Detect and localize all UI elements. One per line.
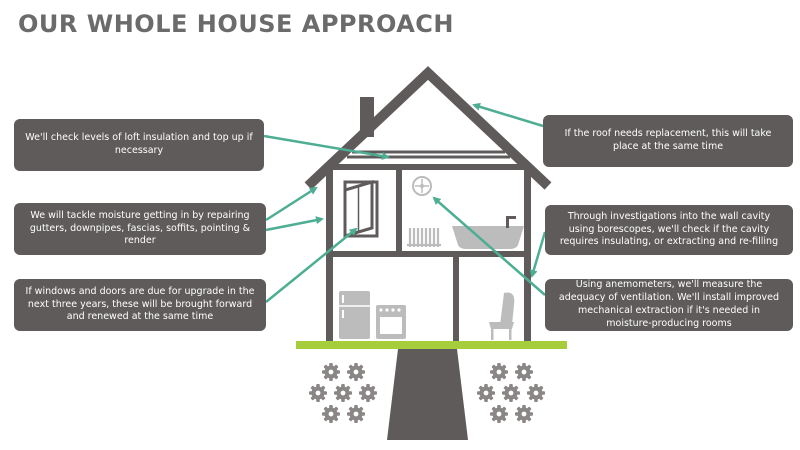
ground-line: [296, 341, 567, 349]
gear-icon: [490, 363, 508, 381]
radiator-icon: [407, 228, 441, 247]
callout-loft-insulation: We'll check levels of loft insulation an…: [14, 119, 264, 171]
window: [343, 179, 379, 239]
first-floor: [326, 251, 531, 257]
gear-icon: [477, 384, 495, 402]
arrow-ventilation: [432, 196, 546, 296]
arrow-pointing: [265, 216, 324, 232]
extractor-fan-icon: [412, 176, 432, 196]
upper-inner-wall: [396, 170, 402, 251]
gear-icon: [502, 384, 520, 402]
chair-icon: [489, 292, 515, 340]
callout-wall-cavity: Through investigations into the wall cav…: [545, 205, 793, 255]
arrow-gutters: [265, 186, 318, 222]
callout-arrows: [263, 102, 547, 303]
arrow-loft: [263, 134, 390, 160]
gear-icon: [527, 384, 545, 402]
arrow-roof: [472, 102, 544, 128]
loft-floor: [326, 164, 531, 170]
roof: [304, 66, 552, 190]
page-title: OUR WHOLE HOUSE APPROACH: [18, 10, 455, 38]
bathtub-icon: [452, 216, 524, 249]
gear-icon: [322, 405, 340, 423]
foundation: [387, 349, 468, 440]
callout-moisture: We will tackle moisture getting in by re…: [14, 203, 266, 255]
gear-icon: [515, 405, 533, 423]
cooker-icon: [376, 305, 406, 339]
gear-icon: [490, 405, 508, 423]
callout-windows-doors: If windows and doors are due for upgrade…: [14, 279, 266, 331]
callout-roof: If the roof needs replacement, this will…: [543, 115, 793, 167]
gear-cluster-right: [477, 363, 545, 423]
gear-icon: [322, 363, 340, 381]
gear-icon: [347, 363, 365, 381]
gear-icon: [347, 405, 365, 423]
gear-icon: [515, 363, 533, 381]
arrow-windows: [265, 227, 358, 303]
gear-icon: [359, 384, 377, 402]
lower-inner-wall: [453, 257, 459, 343]
gear-icon: [309, 384, 327, 402]
gear-cluster-left: [309, 363, 377, 423]
callout-ventilation: Using anemometers, we'll measure the ade…: [545, 279, 793, 331]
fridge-icon: [339, 291, 370, 339]
arrow-cavity: [529, 231, 547, 278]
gear-icon: [334, 384, 352, 402]
